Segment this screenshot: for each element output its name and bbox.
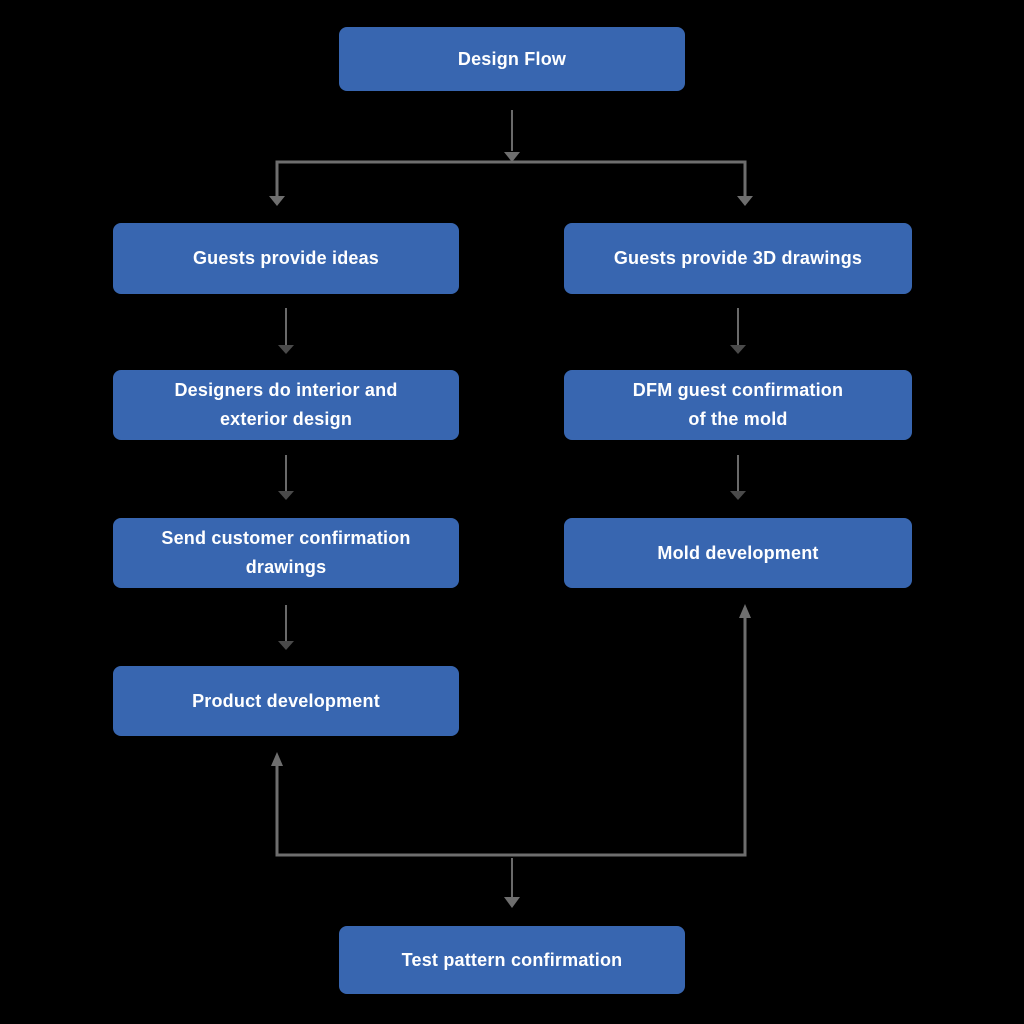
arrowhead-junction-to-testpattern-icon — [504, 897, 520, 908]
arrowhead-feedback-to-product-up-icon — [271, 752, 283, 766]
node-test-pattern-confirmation: Test pattern confirmation — [339, 926, 685, 994]
node-mold-development: Mold development — [564, 518, 912, 588]
node-dfm-guest-confirmation-of-the-mold: DFM guest confirmation of the mold — [564, 370, 912, 440]
arrowhead-3d-to-dfm-icon — [730, 345, 746, 354]
edge-branch-line — [275, 160, 747, 196]
edge-feedback-junction — [275, 618, 747, 857]
node-design-flow: Design Flow — [339, 27, 685, 91]
arrowhead-send-to-product-icon — [278, 641, 294, 650]
node-guests-provide-ideas: Guests provide ideas — [113, 223, 459, 294]
node-send-customer-confirmation-drawings: Send customer confirmation drawings — [113, 518, 459, 588]
arrowhead-feedback-to-mold-up-icon — [739, 604, 751, 618]
arrowhead-dfm-to-mold-icon — [730, 491, 746, 500]
arrowhead-ideas-to-designers-icon — [278, 345, 294, 354]
arrowhead-branch-left-down-icon — [269, 196, 285, 206]
node-product-development: Product development — [113, 666, 459, 736]
node-designers-do-interior-and-exterior-design: Designers do interior and exterior desig… — [113, 370, 459, 440]
arrowhead-designers-to-send-icon — [278, 491, 294, 500]
arrowhead-designflow-down-icon — [504, 152, 520, 162]
arrowhead-branch-right-down-icon — [737, 196, 753, 206]
node-guests-provide-3d-drawings: Guests provide 3D drawings — [564, 223, 912, 294]
